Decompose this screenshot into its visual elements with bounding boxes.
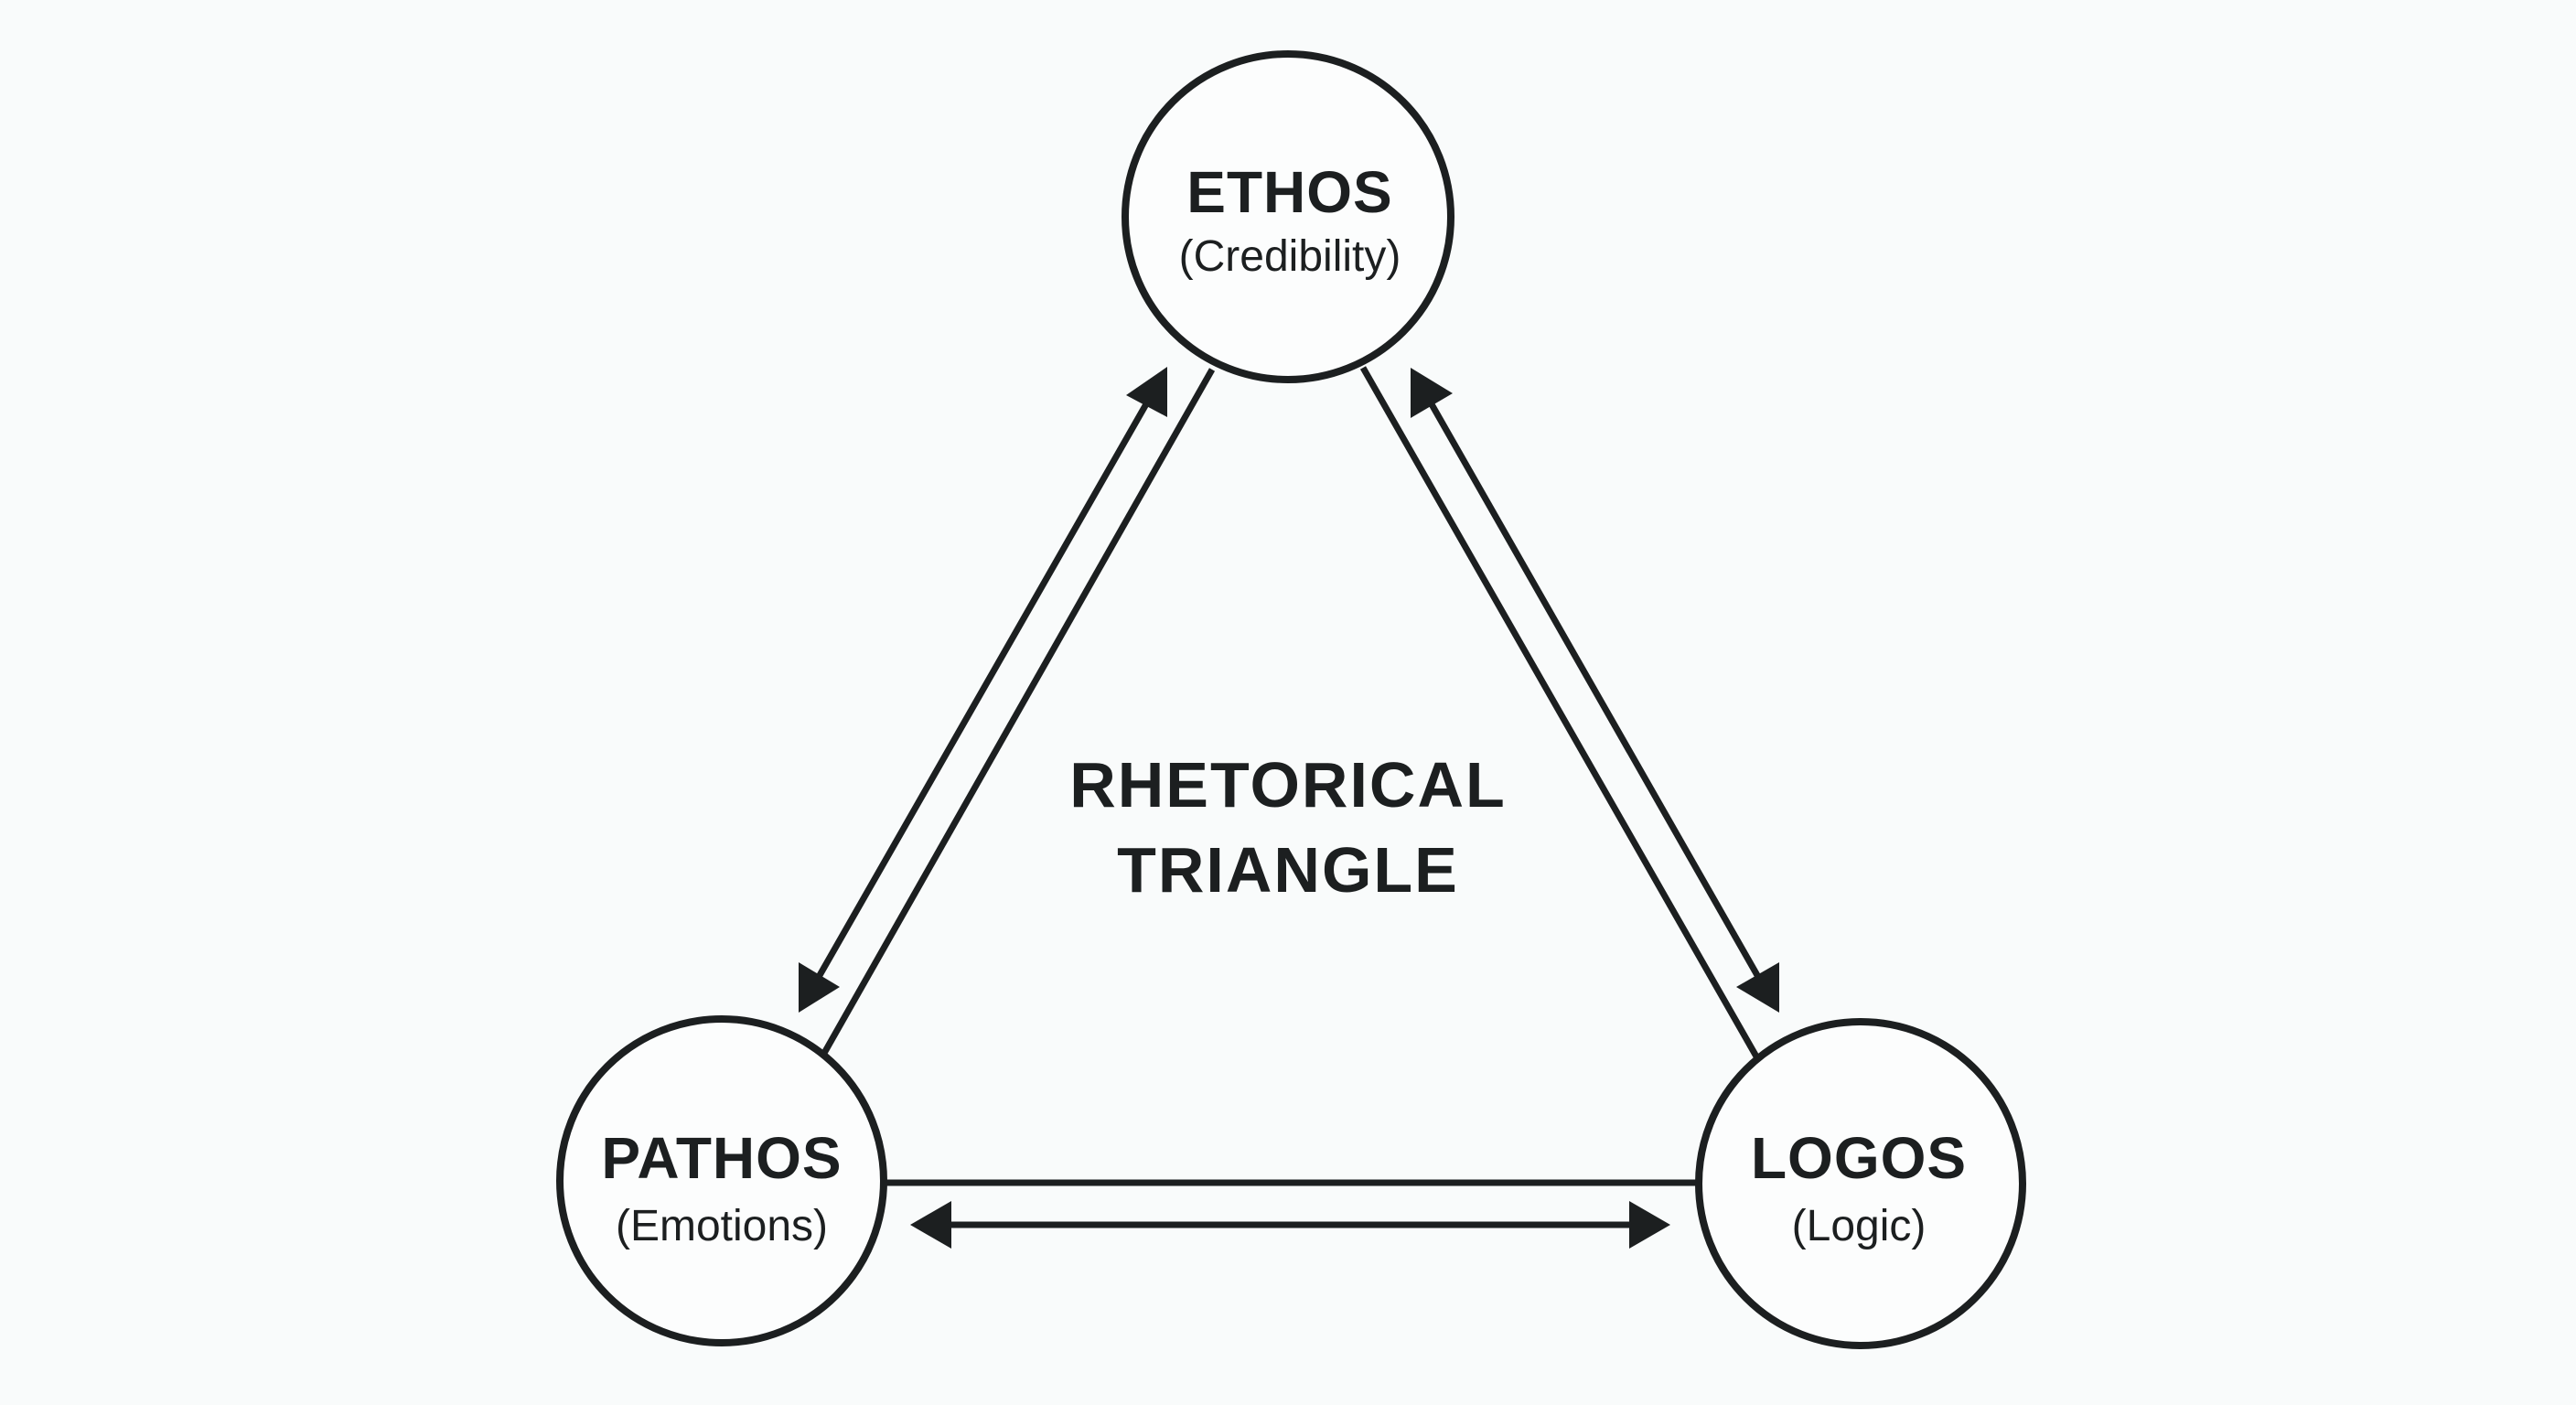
node-subtitle: (Emotions) bbox=[616, 1202, 828, 1250]
arrowhead-up-icon bbox=[1411, 368, 1453, 418]
node-circle bbox=[556, 1015, 887, 1346]
node-subtitle: (Logic) bbox=[1792, 1202, 1927, 1250]
arrowhead-left-icon bbox=[910, 1201, 951, 1249]
arrowhead-down-icon bbox=[799, 962, 840, 1013]
node-title: LOGOS bbox=[1751, 1125, 1967, 1191]
node-circle bbox=[1122, 50, 1454, 383]
link-line-ethos-pathos bbox=[820, 368, 1216, 1056]
arrow-shaft bbox=[1428, 402, 1762, 979]
double-arrow-ethos-pathos bbox=[799, 367, 1167, 1013]
node-title: PATHOS bbox=[601, 1125, 842, 1191]
arrow-shaft bbox=[815, 401, 1151, 979]
node-circle bbox=[1695, 1018, 2026, 1349]
connection-ethos-pathos bbox=[799, 367, 1216, 1056]
double-arrow-ethos-logos bbox=[1411, 368, 1779, 1013]
node-pathos: PATHOS (Emotions) bbox=[556, 1015, 887, 1346]
connection-ethos-logos bbox=[1359, 366, 1779, 1058]
link-line-ethos-logos bbox=[1359, 366, 1760, 1058]
node-logos: LOGOS (Logic) bbox=[1695, 1018, 2026, 1349]
title-line-1: RHETORICAL bbox=[1069, 749, 1507, 820]
double-arrow-pathos-logos bbox=[910, 1201, 1670, 1249]
node-subtitle: (Credibility) bbox=[1179, 232, 1401, 281]
title-line-2: TRIANGLE bbox=[1117, 834, 1459, 906]
node-title: ETHOS bbox=[1186, 159, 1392, 225]
connection-pathos-logos bbox=[884, 1179, 1699, 1249]
diagram-title: RHETORICAL TRIANGLE bbox=[1069, 749, 1507, 906]
arrowhead-up-icon bbox=[1126, 367, 1167, 417]
node-ethos: ETHOS (Credibility) bbox=[1122, 50, 1454, 383]
arrowhead-down-icon bbox=[1736, 962, 1779, 1013]
arrowhead-right-icon bbox=[1629, 1201, 1670, 1249]
